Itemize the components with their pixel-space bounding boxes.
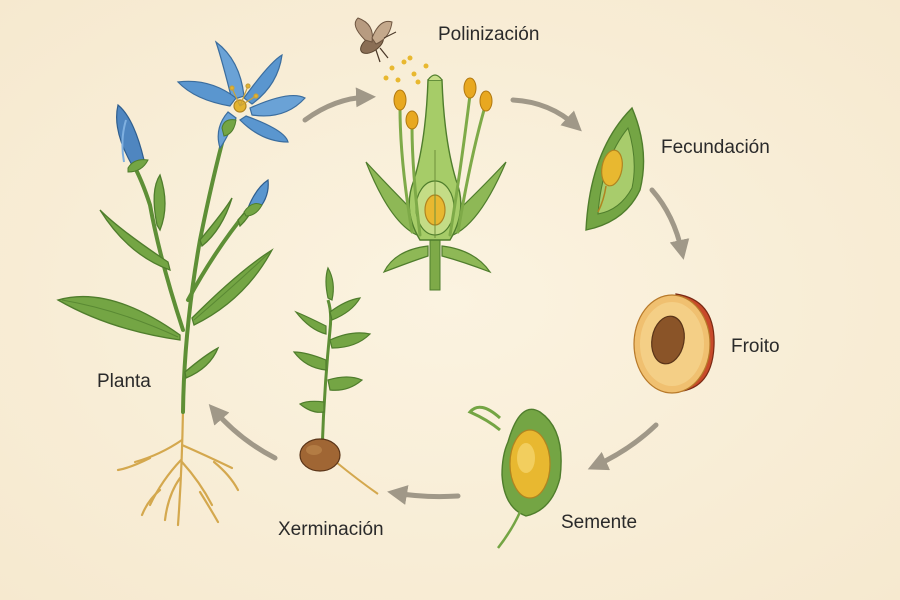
- cycle-arrows: [208, 87, 690, 505]
- arrow-polinizacion-to-fecundacion: [510, 97, 582, 132]
- moth-icon: [354, 17, 397, 63]
- arrow-fecundacion-to-froito: [649, 187, 690, 260]
- flower-bud-left: [116, 103, 149, 173]
- petal-right: [441, 245, 492, 274]
- arrow-xerminacion-to-planta: [208, 403, 278, 461]
- germinating-seed: [299, 438, 341, 472]
- seed-illustration: [467, 405, 562, 549]
- petal-left: [382, 245, 429, 274]
- fruit-seed: [651, 315, 685, 365]
- label-fecundacion: Fecundación: [661, 137, 770, 158]
- leaf-right-low: [184, 346, 220, 379]
- stamens: [229, 83, 259, 107]
- flower-stalk: [429, 234, 441, 291]
- leaf-upper-right: [199, 197, 233, 248]
- roots: [116, 408, 240, 527]
- label-polinizacion: Polinización: [438, 24, 540, 45]
- label-xerminacion: Xerminación: [278, 519, 384, 540]
- petal: [249, 95, 306, 117]
- petal: [176, 80, 237, 107]
- label-planta: Planta: [97, 371, 151, 392]
- blue-flower: [176, 40, 306, 150]
- fruit-illustration: [633, 293, 715, 394]
- leaf-upper-left: [153, 173, 166, 232]
- fertilization-illustration: [585, 106, 645, 231]
- stamen-filaments: [398, 93, 486, 237]
- flower-bud-right: [243, 178, 269, 217]
- germination-illustration: [292, 266, 379, 495]
- leaf-left-mid: [99, 209, 171, 272]
- label-semente: Semente: [561, 512, 638, 533]
- pollen-grains: [383, 55, 429, 85]
- petal: [243, 53, 283, 105]
- plant-illustration: [56, 40, 306, 527]
- label-froito: Froito: [731, 336, 780, 357]
- pollination-illustration: [354, 17, 507, 291]
- arrow-froito-to-semente: [587, 422, 659, 471]
- arrow-semente-to-xerminacion: [387, 485, 461, 505]
- petal: [214, 40, 245, 101]
- arrow-planta-to-polinizacion: [302, 87, 376, 123]
- fertilized-ovule: [601, 149, 623, 187]
- anthers: [393, 77, 493, 130]
- petal: [239, 115, 289, 143]
- leaf-left-large: [56, 295, 181, 341]
- flower-receptacle: [221, 119, 237, 137]
